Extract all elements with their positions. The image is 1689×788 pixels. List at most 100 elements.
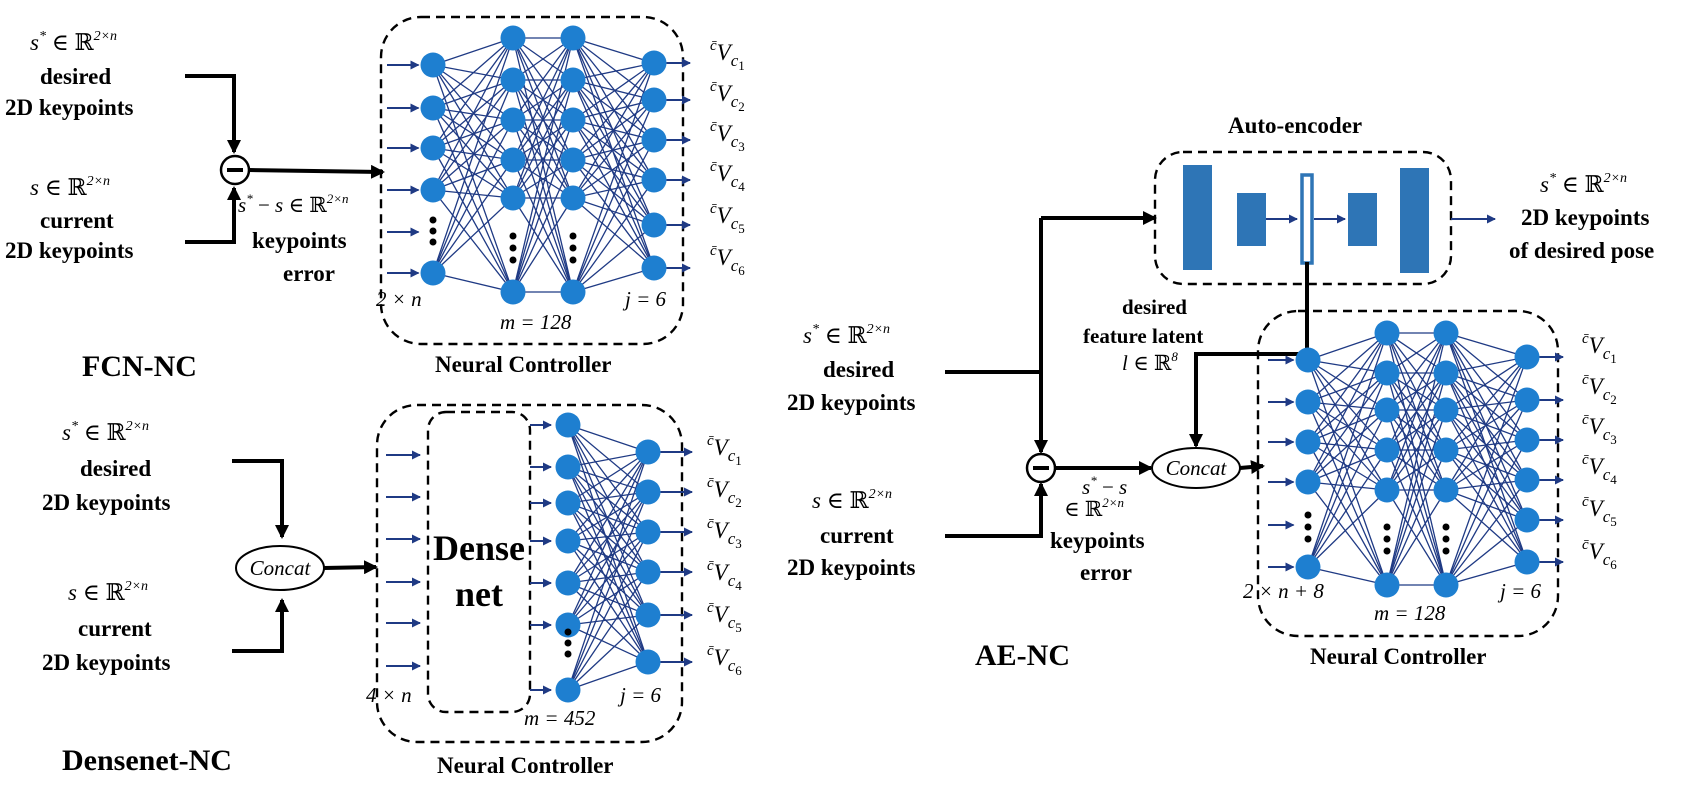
ellipsis-dot (509, 244, 517, 252)
neuron (555, 454, 581, 480)
dense-caption: Neural Controller (437, 753, 614, 778)
ae-desired-math: s* ∈ ℝ2×n (803, 322, 890, 348)
connection-line (1386, 372, 1447, 491)
neuron (1514, 507, 1540, 533)
output-velocity-label: c̄Vc3 (707, 516, 742, 551)
fcn-desired-label-2: 2D keypoints (5, 95, 133, 120)
ae-output-math: s* ∈ ℝ2×n (1540, 171, 1627, 197)
connection-line (567, 491, 649, 691)
ae-hidden-size-label: m = 128 (1374, 601, 1446, 625)
ellipsis-dot (1442, 547, 1450, 555)
ae-title: Auto-encoder (1228, 113, 1362, 138)
neuron (635, 559, 661, 585)
dense-neural-controller-box (375, 403, 684, 744)
ae-decoder-layer-2 (1400, 168, 1429, 273)
connection-line (1307, 359, 1388, 491)
output-velocity-label: c̄Vc1 (1582, 331, 1617, 366)
connection-line (432, 119, 514, 274)
ellipsis-dot (509, 256, 517, 264)
neuron (641, 255, 667, 281)
ae-current-label-2: 2D keypoints (787, 555, 915, 580)
neuron (560, 25, 586, 51)
connection-line (572, 62, 655, 161)
connection-line (432, 79, 514, 191)
connection-line (512, 37, 574, 121)
output-velocity-label: c̄Vc1 (710, 38, 745, 73)
connection-line (567, 491, 649, 626)
fcn-current-math: s ∈ ℝ2×n (30, 174, 110, 200)
connection-line (1445, 372, 1528, 481)
connections (1307, 332, 1528, 586)
fcn-nc-panel: s* ∈ ℝ2×n desired 2D keypoints s ∈ ℝ2×n … (5, 15, 745, 383)
ellipsis-dot (429, 238, 437, 246)
connection-line (1445, 332, 1528, 358)
connection-line (432, 189, 514, 199)
connection-line (572, 179, 655, 199)
ae-desired-label-2: 2D keypoints (787, 390, 915, 415)
ae-input-size-label: 2 × n + 8 (1243, 579, 1324, 603)
connection-line (512, 197, 574, 293)
connection-line (512, 79, 574, 199)
connection-line (572, 37, 655, 64)
dense-output-size-label: j = 6 (617, 683, 662, 707)
neuron (1295, 429, 1321, 455)
connection-line (1307, 401, 1388, 586)
neuron (560, 147, 586, 173)
neuron (420, 52, 446, 78)
ae-encoder-layer-1 (1183, 165, 1212, 270)
connection-line (1445, 409, 1528, 563)
connection-line (572, 37, 655, 181)
connection-line (572, 179, 655, 293)
ae-encoder-layer-2 (1237, 193, 1266, 246)
neuron (1295, 469, 1321, 495)
connection-line (1386, 449, 1447, 586)
connection-line (1307, 566, 1388, 586)
ellipsis-dot (1383, 535, 1391, 543)
neuron (500, 185, 526, 211)
connection-line (1445, 479, 1528, 491)
connection-line (567, 451, 649, 542)
neuron (1433, 437, 1459, 463)
neuron (635, 649, 661, 675)
neuron (1433, 360, 1459, 386)
neuron (635, 479, 661, 505)
dense-current-label-2: 2D keypoints (42, 650, 170, 675)
neuron (500, 107, 526, 133)
ae-neural-controller-box (1256, 309, 1560, 638)
connection-line (1386, 332, 1447, 411)
neuron (1374, 320, 1400, 346)
ae-concat-label: Concat (1166, 456, 1228, 480)
dense-desired-label-1: desired (80, 456, 151, 481)
output-velocity-label: c̄Vc3 (710, 119, 745, 154)
connection-line (1307, 449, 1388, 568)
connection-line (572, 62, 655, 81)
connection-line (567, 466, 649, 533)
connection-line (567, 571, 649, 584)
neuron (560, 67, 586, 93)
connection-line (432, 37, 514, 149)
ae-current-math: s ∈ ℝ2×n (812, 487, 892, 513)
connection-line (1445, 356, 1528, 491)
connections (567, 424, 649, 691)
neuron (560, 185, 586, 211)
connection-line (1445, 356, 1528, 374)
connection-line (1307, 401, 1388, 411)
ellipsis-dot (1442, 523, 1450, 531)
neuron (1433, 477, 1459, 503)
ae-network (1268, 320, 1564, 598)
connection-line (572, 159, 655, 226)
neuron (641, 212, 667, 238)
ellipsis-dot (1304, 511, 1312, 519)
connection-line (1386, 489, 1447, 586)
connection-line (1307, 359, 1388, 586)
connection-line (567, 451, 649, 504)
neuron (555, 570, 581, 596)
neuron (420, 177, 446, 203)
connection-line (432, 37, 514, 274)
connection-line (567, 451, 649, 584)
connection-line (572, 79, 655, 101)
connection-line (1307, 332, 1388, 403)
ellipsis-dot (1383, 547, 1391, 555)
connection-line (1445, 439, 1528, 491)
